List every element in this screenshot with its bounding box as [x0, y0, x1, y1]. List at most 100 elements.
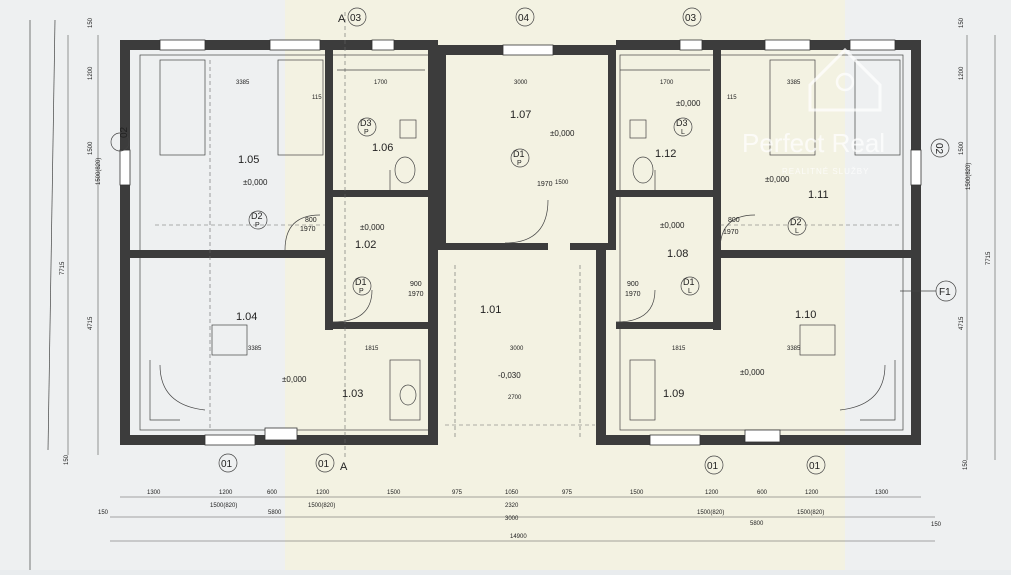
svg-text:1200: 1200	[219, 490, 233, 496]
svg-text:02: 02	[119, 126, 130, 138]
svg-text:1500(820): 1500(820)	[966, 163, 972, 190]
grid-markers: 03 04 03 01 01 01 01 02 02 F1 A A	[110, 7, 957, 475]
house-logo-icon	[808, 47, 882, 112]
svg-text:04: 04	[518, 13, 530, 24]
left-dimension-chain: 150 1200 1500 1500(820) 7715 4715 150	[60, 17, 102, 465]
grid-marker-bottom: 01	[315, 453, 335, 473]
door-tag: D2P	[248, 210, 268, 230]
svg-text:3385: 3385	[236, 80, 250, 86]
svg-text:4715: 4715	[959, 316, 965, 330]
svg-text:1200: 1200	[705, 490, 719, 496]
svg-text:F1: F1	[939, 287, 951, 298]
grid-marker-bottom: 01	[704, 455, 724, 475]
svg-text:1500: 1500	[630, 490, 644, 496]
interior-walls	[130, 50, 911, 445]
section-mark-bottom: A	[340, 461, 348, 473]
svg-text:3385: 3385	[248, 346, 262, 352]
svg-text:3000: 3000	[505, 516, 519, 522]
grid-marker-right: 02	[930, 138, 950, 158]
svg-text:150: 150	[88, 17, 94, 28]
svg-text:1500(820): 1500(820)	[96, 158, 102, 185]
svg-text:1500(820): 1500(820)	[210, 503, 237, 509]
svg-text:L: L	[681, 129, 685, 136]
svg-text:D2: D2	[251, 211, 263, 221]
svg-text:1500: 1500	[387, 490, 401, 496]
svg-text:1200: 1200	[805, 490, 819, 496]
svg-text:5800: 5800	[268, 510, 282, 516]
svg-text:150: 150	[963, 459, 969, 470]
room-1-01-id: 1.01	[480, 304, 501, 316]
room-1-01-level: -0,030	[498, 371, 521, 380]
room-1-12-level: ±0,000	[676, 99, 701, 108]
bottom-dimension-chains: 1300 1200 600 1200 1500 975 1050 975 150…	[98, 490, 942, 542]
svg-text:1200: 1200	[88, 66, 94, 80]
room-1-11-level: ±0,000	[765, 175, 790, 184]
room-1-02-level: ±0,000	[360, 223, 385, 232]
room-1-07-level: ±0,000	[550, 129, 575, 138]
svg-text:02: 02	[933, 143, 944, 155]
svg-text:P: P	[359, 288, 364, 295]
room-1-03-level: ±0,000	[282, 375, 307, 384]
svg-text:800: 800	[728, 217, 740, 224]
svg-text:7715: 7715	[60, 261, 66, 275]
svg-text:150: 150	[931, 522, 942, 528]
svg-text:4715: 4715	[88, 316, 94, 330]
svg-text:115: 115	[312, 95, 322, 101]
door-tags: D1P D2P D3P D1P D1L D2L D3L	[248, 117, 807, 296]
svg-text:01: 01	[318, 459, 330, 470]
svg-text:1970: 1970	[300, 226, 316, 233]
svg-text:1500(820): 1500(820)	[308, 503, 335, 509]
svg-text:1500(820): 1500(820)	[797, 510, 824, 516]
svg-text:1500(820): 1500(820)	[697, 510, 724, 516]
svg-text:600: 600	[267, 490, 278, 496]
svg-text:1500: 1500	[88, 141, 94, 155]
svg-text:975: 975	[562, 490, 573, 496]
room-1-06-id: 1.06	[372, 142, 393, 154]
svg-text:1500: 1500	[555, 180, 569, 186]
svg-text:1700: 1700	[660, 80, 674, 86]
svg-text:2320: 2320	[505, 503, 519, 509]
svg-text:D1: D1	[355, 277, 367, 287]
grid-marker-top: 03	[682, 7, 702, 27]
svg-text:1300: 1300	[147, 490, 161, 496]
svg-text:150: 150	[98, 510, 109, 516]
room-1-04-id: 1.04	[236, 311, 257, 323]
watermark: Perfect Real REALITNÉ SLUŽBY	[742, 47, 885, 176]
door-tag: D3L	[673, 117, 693, 137]
section-mark-top: A	[338, 13, 346, 25]
svg-text:01: 01	[221, 459, 233, 470]
svg-text:01: 01	[809, 461, 821, 472]
grid-marker-bottom: 01	[218, 453, 238, 473]
windows	[119, 39, 922, 446]
svg-text:D3: D3	[360, 118, 372, 128]
room-labels: 1.01 -0,030 1.02 ±0,000 1.03 ±0,000 1.04…	[236, 99, 829, 400]
room-1-08-level: ±0,000	[660, 221, 685, 230]
svg-text:D2: D2	[790, 217, 802, 227]
svg-text:01: 01	[707, 461, 719, 472]
furniture	[149, 59, 901, 421]
svg-text:115: 115	[727, 95, 737, 101]
watermark-brand: Perfect Real	[742, 128, 885, 158]
right-dimension-chain: 150 1200 1500 1500(820) 7715 4715 150	[959, 17, 996, 470]
room-1-11-id: 1.11	[808, 189, 829, 201]
svg-text:1970: 1970	[408, 291, 424, 298]
svg-text:L: L	[795, 228, 799, 235]
svg-text:1970: 1970	[723, 229, 739, 236]
watermark-tagline: REALITNÉ SLUŽBY	[782, 167, 869, 176]
svg-text:1200: 1200	[316, 490, 330, 496]
svg-text:5800: 5800	[750, 521, 764, 527]
grid-marker-bottom: 01	[806, 455, 826, 475]
svg-text:3000: 3000	[510, 346, 524, 352]
svg-text:150: 150	[959, 17, 965, 28]
room-1-05-id: 1.05	[238, 154, 259, 166]
svg-text:1970: 1970	[625, 291, 641, 298]
grid-marker-top: 03	[347, 7, 367, 27]
svg-text:800: 800	[305, 217, 317, 224]
svg-text:1050: 1050	[505, 490, 519, 496]
svg-text:D3: D3	[676, 118, 688, 128]
hatch-lines	[155, 12, 900, 460]
svg-text:2700: 2700	[508, 395, 522, 401]
svg-text:D1: D1	[513, 149, 525, 159]
svg-text:1500: 1500	[959, 141, 965, 155]
